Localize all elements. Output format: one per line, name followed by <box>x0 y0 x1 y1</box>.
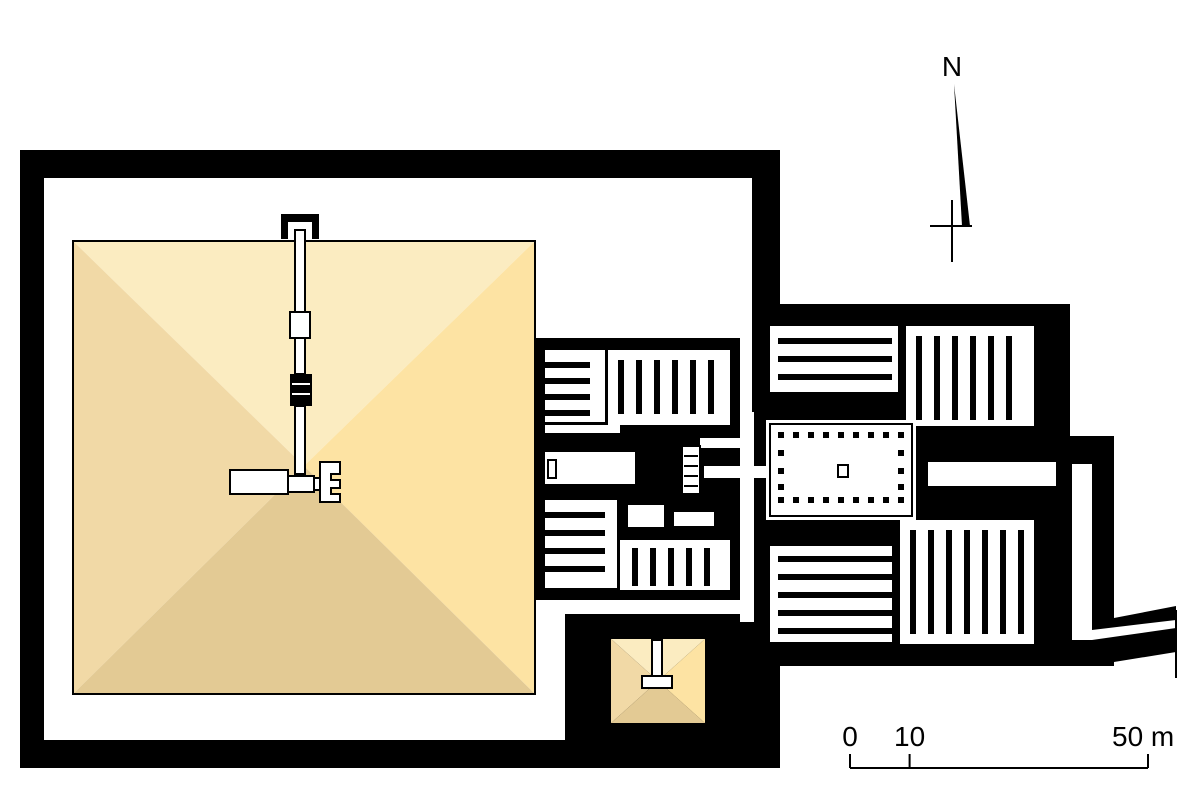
satellite-face-west <box>610 638 658 724</box>
scale-label: 10 <box>894 721 925 752</box>
scale-label: 50 m <box>1112 721 1174 752</box>
outer-temple <box>740 304 1177 678</box>
scale-label: 0 <box>842 721 858 752</box>
pyramid-face-east <box>304 241 535 694</box>
causeway <box>1114 606 1176 662</box>
satellite-face-east <box>658 638 706 724</box>
pyramid-face-west <box>73 241 304 694</box>
compass-label: N <box>942 51 962 82</box>
pyramid-substructure <box>229 214 341 503</box>
scale-bar: 0 10 50 m <box>842 721 1174 769</box>
inner-temple <box>535 338 740 600</box>
courtyard-pillars <box>778 432 904 503</box>
satellite-face-south <box>610 681 706 724</box>
pyramid-face-south <box>73 466 535 694</box>
satellite-pyramid <box>566 614 752 740</box>
north-arrow-icon <box>954 84 970 226</box>
north-arrow: N <box>930 51 972 262</box>
